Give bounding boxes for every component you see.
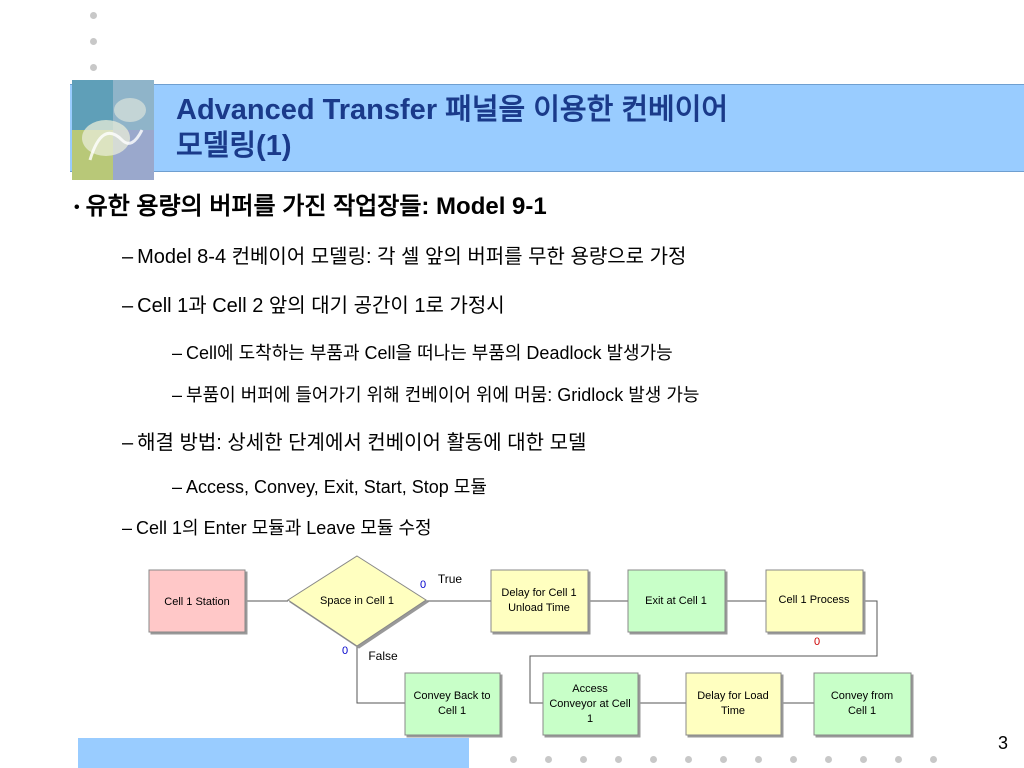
counter-process: 0 (814, 636, 820, 648)
bullet-sub4: –Cell 1의 Enter 모듈과 Leave 모듈 수정 (122, 514, 432, 540)
dash-icon: – (172, 477, 183, 497)
slide-title-line1: Advanced Transfer 패널을 이용한 컨베이어 (176, 94, 729, 126)
slide-title-line2: 모델링(1) (176, 130, 292, 162)
counter-false: 0 (342, 645, 348, 657)
footer-band (78, 738, 469, 768)
counter-true: 0 (420, 579, 426, 591)
convey-back-module[interactable]: Convey Back to Cell 1 (404, 672, 501, 736)
process-module[interactable]: Cell 1 Process (765, 569, 864, 633)
station-module[interactable]: Cell 1 Station (148, 569, 246, 633)
dash-icon: – (122, 518, 133, 538)
title-band (70, 84, 1024, 172)
delay-unload-label-2: Unload Time (508, 602, 570, 614)
bullet-sub2: –Cell 1과 Cell 2 앞의 대기 공간이 1로 가정시 (122, 289, 505, 318)
convey-back-label-2: Cell 1 (438, 705, 466, 717)
decorative-dot (860, 756, 867, 763)
bullet-sub2-text: Cell 1과 Cell 2 앞의 대기 공간이 1로 가정시 (137, 295, 505, 317)
decorative-dot (720, 756, 727, 763)
decorative-dot (895, 756, 902, 763)
bullet-dot-icon: • (74, 199, 80, 216)
slide-title: Advanced Transfer 패널을 이용한 컨베이어 모델링(1) (176, 92, 996, 164)
access-module[interactable]: Access Conveyor at Cell 1 (542, 672, 639, 736)
delay-unload-label-1: Delay for Cell 1 (501, 587, 576, 599)
bullet-sub3a-text: Access, Convey, Exit, Start, Stop 모듈 (186, 477, 487, 497)
dash-icon: – (122, 295, 134, 317)
dash-icon: – (122, 246, 134, 268)
decorative-dot (650, 756, 657, 763)
bullet-sub3-text: 해결 방법: 상세한 단계에서 컨베이어 활동에 대한 모델 (137, 432, 587, 454)
decide-module[interactable]: Space in Cell 1 (287, 555, 427, 647)
page-number: 3 (998, 733, 1009, 753)
connector-lines (245, 600, 878, 704)
false-label: False (368, 649, 398, 663)
decorative-dot (90, 38, 97, 45)
bullet-sub1-text: Model 8-4 컨베이어 모델링: 각 셀 앞의 버퍼를 무한 용량으로 가… (137, 246, 687, 268)
decorative-dot (90, 12, 97, 19)
decorative-dot (685, 756, 692, 763)
convey-from-label-2: Cell 1 (848, 705, 876, 717)
exit-module[interactable]: Exit at Cell 1 (627, 569, 726, 633)
delay-load-label-1: Delay for Load (697, 690, 769, 702)
access-label-1: Access (572, 683, 608, 695)
decorative-dot (930, 756, 937, 763)
decorative-dot (90, 64, 97, 71)
decorative-dot (755, 756, 762, 763)
convey-back-label-1: Convey Back to (413, 690, 490, 702)
bullet-main-text: 유한 용량의 버퍼를 가진 작업장들: Model 9-1 (85, 193, 547, 220)
bullet-sub1: –Model 8-4 컨베이어 모델링: 각 셀 앞의 버퍼를 무한 용량으로 … (122, 240, 686, 269)
access-label-3: 1 (587, 713, 593, 725)
delay-unload-module[interactable]: Delay for Cell 1 Unload Time (490, 569, 589, 633)
dash-icon: – (122, 432, 134, 454)
decorative-dot (545, 756, 552, 763)
book-cover-logo (72, 80, 154, 180)
decorative-dot (825, 756, 832, 763)
bullet-sub2a-text: Cell에 도착하는 부품과 Cell을 떠나는 부품의 Deadlock 발생… (186, 343, 673, 363)
bullet-main: • 유한 용량의 버퍼를 가진 작업장들: Model 9-1 (74, 186, 547, 221)
decorative-dot (790, 756, 797, 763)
process-label: Cell 1 Process (779, 594, 850, 606)
convey-from-module[interactable]: Convey from Cell 1 (813, 672, 912, 736)
delay-load-module[interactable]: Delay for Load Time (685, 672, 782, 736)
exit-label: Exit at Cell 1 (645, 595, 707, 607)
dash-icon: – (172, 343, 183, 363)
true-label: True (438, 572, 463, 586)
access-label-2: Conveyor at Cell (549, 698, 630, 710)
decorative-dot (615, 756, 622, 763)
decorative-dot (580, 756, 587, 763)
decide-label: Space in Cell 1 (320, 595, 394, 607)
bullet-sub2a: –Cell에 도착하는 부품과 Cell을 떠나는 부품의 Deadlock 발… (172, 339, 673, 365)
bullet-sub2b-text: 부품이 버퍼에 들어가기 위해 컨베이어 위에 머뭄: Gridlock 발생 … (186, 385, 700, 405)
bullet-sub2b: –부품이 버퍼에 들어가기 위해 컨베이어 위에 머뭄: Gridlock 발생… (172, 381, 699, 407)
bullet-sub4-text: Cell 1의 Enter 모듈과 Leave 모듈 수정 (136, 518, 432, 538)
decorative-dot (510, 756, 517, 763)
station-label: Cell 1 Station (164, 596, 229, 608)
bullet-sub3a: –Access, Convey, Exit, Start, Stop 모듈 (172, 473, 487, 499)
bullet-sub3: –해결 방법: 상세한 단계에서 컨베이어 활동에 대한 모델 (122, 426, 586, 455)
convey-from-label-1: Convey from (831, 690, 893, 702)
delay-load-label-2: Time (721, 705, 745, 717)
dash-icon: – (172, 385, 183, 405)
